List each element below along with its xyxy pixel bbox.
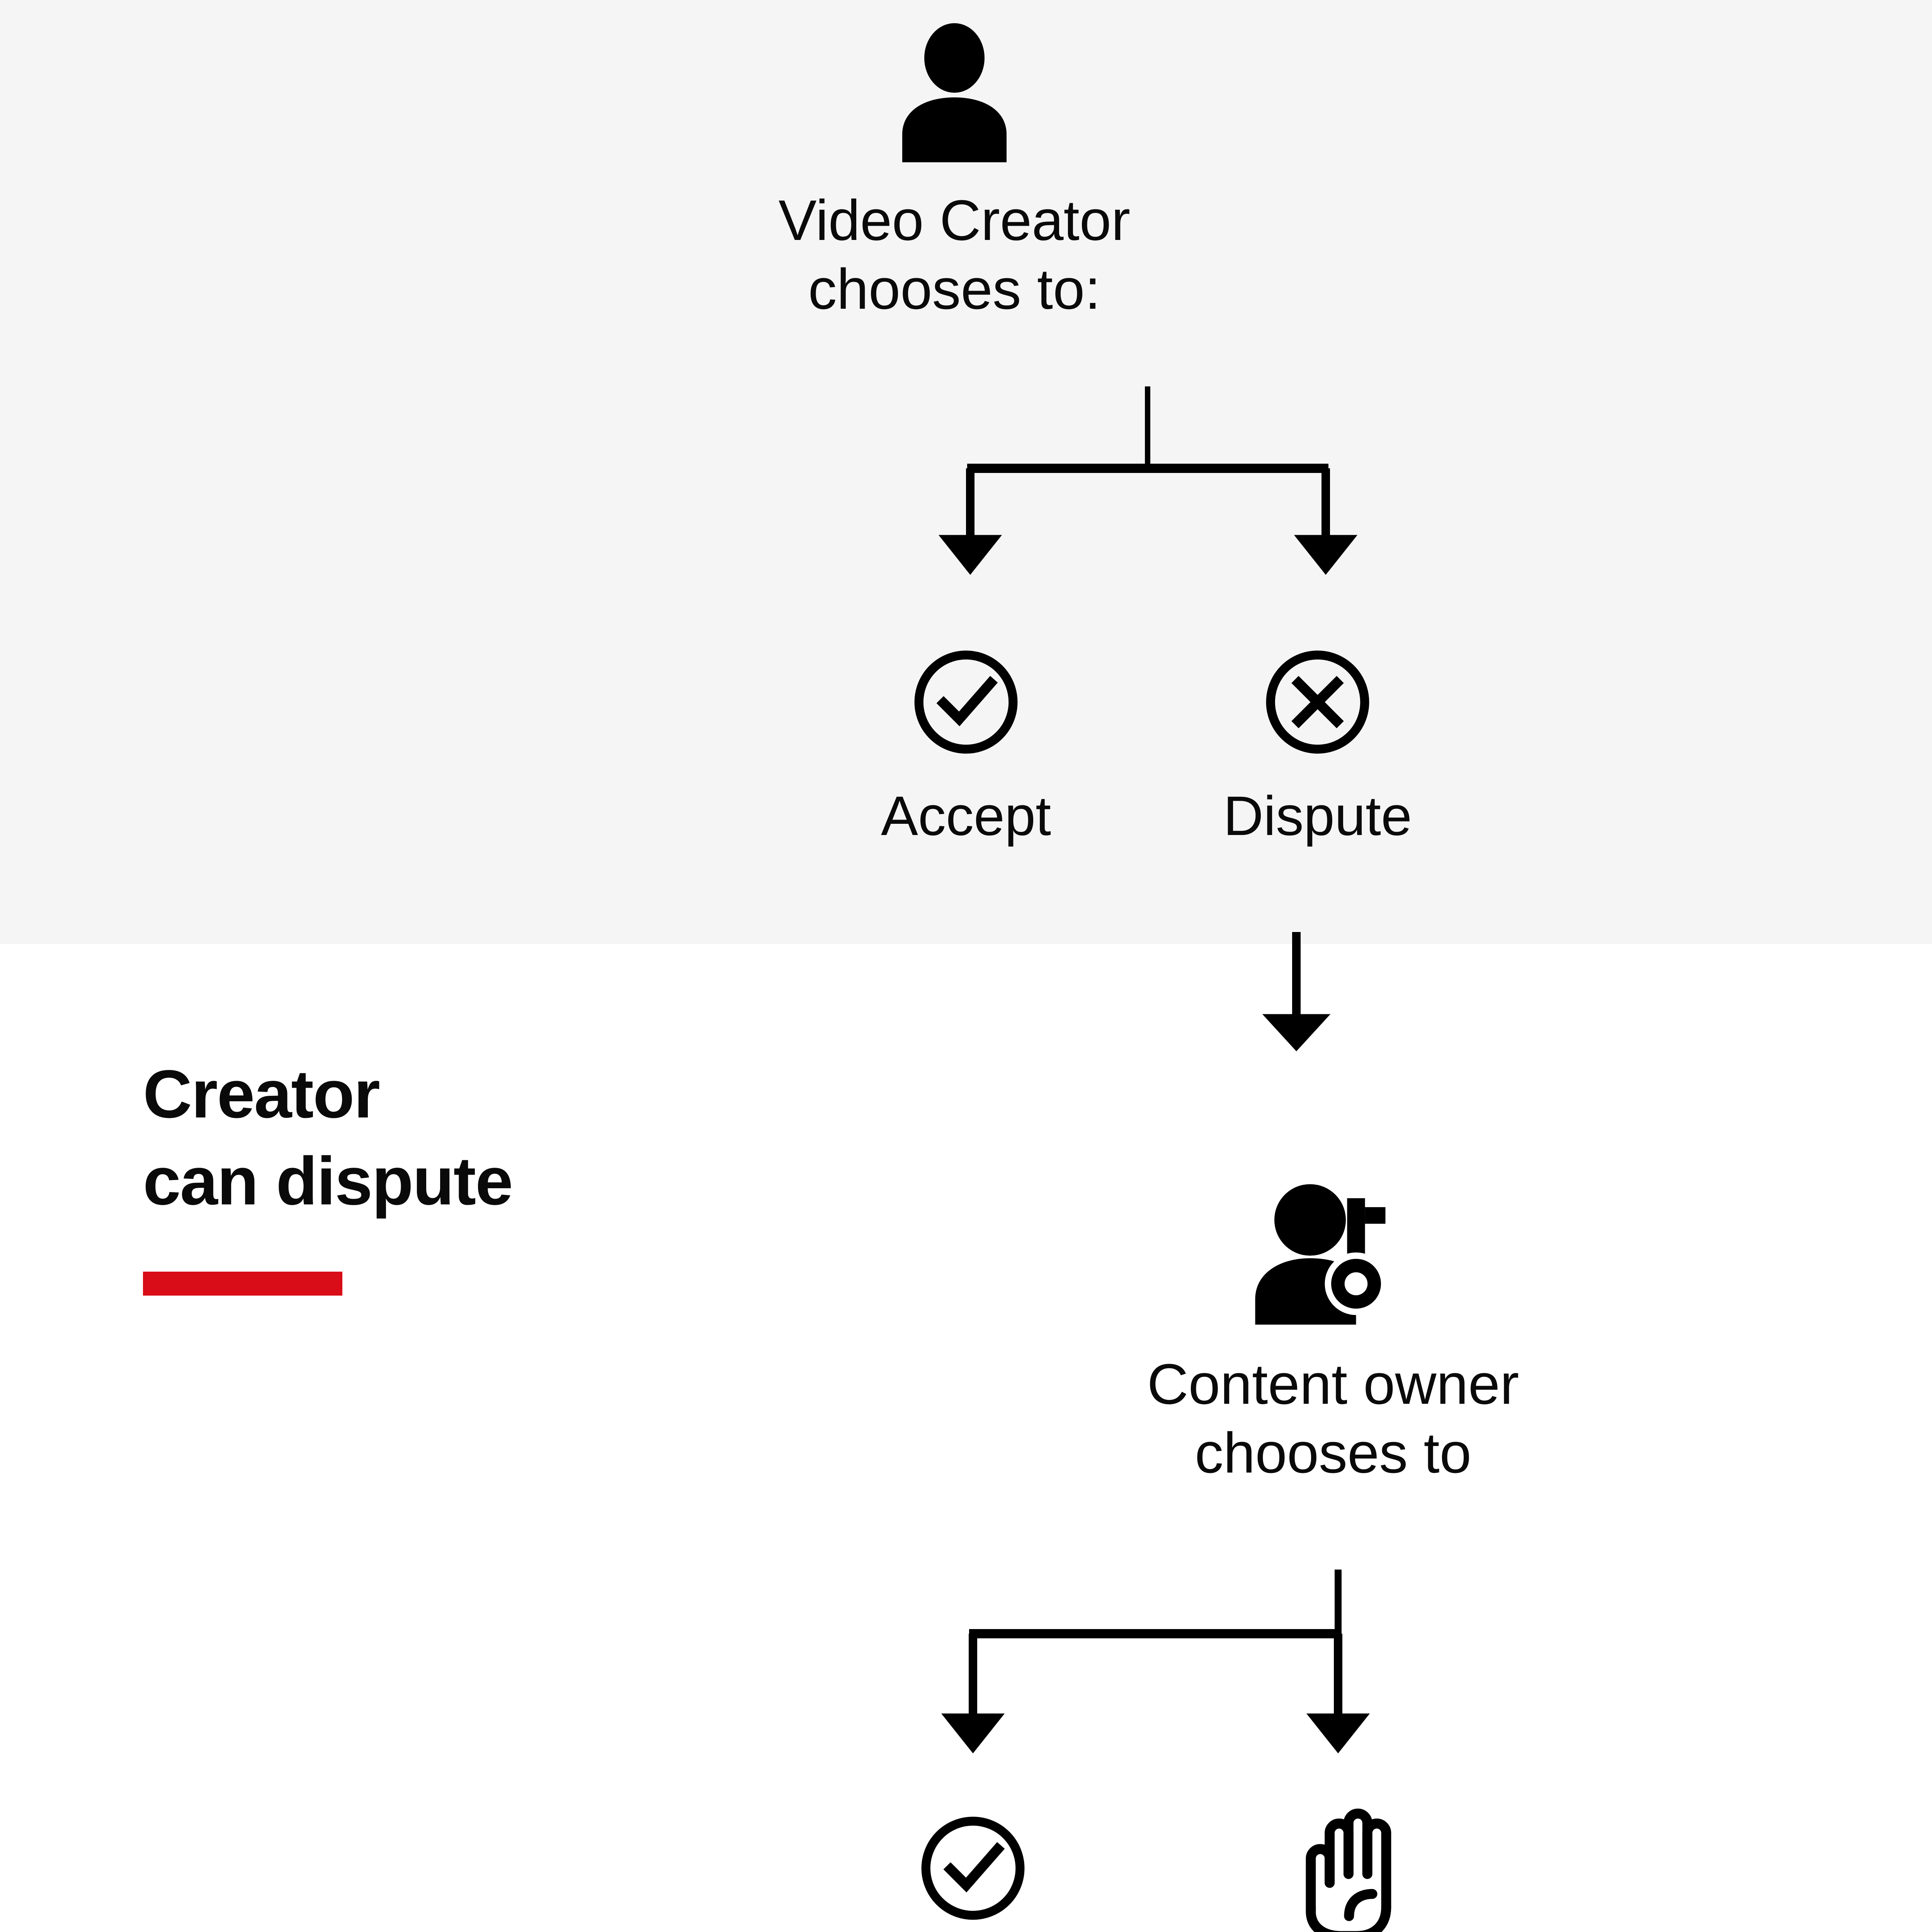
headline-title: Creator can dispute bbox=[143, 1056, 513, 1219]
raised-hand-icon bbox=[1287, 1805, 1400, 1932]
x-circle-icon bbox=[1262, 646, 1374, 758]
node-accept-label: Accept bbox=[881, 785, 1051, 847]
node-release-claim: Release claim bbox=[780, 1812, 1166, 1932]
node-video-creator: Video Creator chooses to: bbox=[723, 23, 1186, 323]
check-circle-icon bbox=[910, 646, 1022, 758]
node-uphold-claim: Uphold the claim bbox=[1150, 1805, 1537, 1932]
node-content-owner-label: Content owner chooses to bbox=[1147, 1352, 1519, 1485]
bottom-background-band bbox=[0, 944, 1932, 1932]
node-dispute: Dispute bbox=[1144, 646, 1492, 850]
person-with-key-icon bbox=[1250, 1182, 1416, 1328]
check-circle-icon bbox=[917, 1812, 1029, 1924]
person-icon bbox=[891, 23, 1018, 162]
node-video-creator-label: Video Creator chooses to: bbox=[778, 189, 1131, 321]
node-accept: Accept bbox=[792, 646, 1140, 850]
node-dispute-label: Dispute bbox=[1223, 785, 1412, 847]
node-content-owner: Content owner chooses to bbox=[1082, 1182, 1584, 1487]
section-headline: Creator can dispute bbox=[143, 1051, 723, 1296]
headline-accent-rule bbox=[143, 1271, 342, 1296]
